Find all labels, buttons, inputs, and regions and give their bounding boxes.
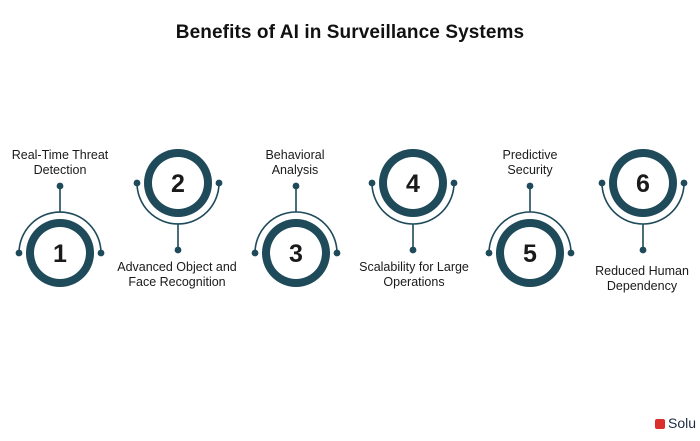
brand-logo-icon <box>655 419 665 429</box>
step-2-inner <box>152 157 204 209</box>
step-1-number: 1 <box>53 240 67 268</box>
step-6-arc-dot-left <box>598 179 606 187</box>
step-2-connector-dot <box>174 246 182 254</box>
step-1-label: Real-Time Threat Detection <box>11 148 109 177</box>
step-3-label: Behavioral Analysis <box>265 148 325 177</box>
step-2-arc-dot-left <box>133 179 141 187</box>
step-4-arc-dot-right <box>450 179 458 187</box>
step-1-inner <box>34 227 86 279</box>
step-4-label: Scalability for Large Operations <box>359 260 469 289</box>
step-3-connector-dot <box>292 182 300 190</box>
step-3-number: 3 <box>289 240 303 268</box>
diagram-title: Benefits of AI in Surveillance Systems <box>175 22 525 43</box>
step-1-arc-dot-right <box>97 249 105 257</box>
step-6-inner <box>617 157 669 209</box>
step-5-number: 5 <box>523 240 537 268</box>
brand-text: Solu <box>668 415 697 431</box>
brand-mark: Solu <box>655 415 696 431</box>
step-3-inner <box>270 227 322 279</box>
step-2-arc <box>136 182 220 225</box>
step-4-inner <box>387 157 439 209</box>
step-6-arc-dot-right <box>680 179 688 187</box>
step-5-connector-dot <box>526 182 534 190</box>
step-5-label: Predictive Security <box>502 148 558 177</box>
step-5-arc-dot-right <box>567 249 575 257</box>
step-2-arc-dot-right <box>215 179 223 187</box>
step-2-label: Advanced Object and Face Recognition <box>117 260 237 289</box>
step-6-connector-dot <box>639 246 647 254</box>
step-5-inner <box>504 227 556 279</box>
step-1-connector-dot <box>56 182 64 190</box>
step-4-number: 4 <box>406 170 420 198</box>
step-1-arc-dot-left <box>15 249 23 257</box>
step-3-arc-dot-right <box>333 249 341 257</box>
step-3-arc <box>254 211 338 254</box>
step-5-arc <box>488 211 572 254</box>
step-6-label: Reduced Human Dependency <box>595 264 689 293</box>
step-6-arc <box>601 182 685 225</box>
step-4-connector-dot <box>409 246 417 254</box>
step-4-arc <box>371 182 455 225</box>
step-1-arc <box>18 211 102 254</box>
step-3-arc-dot-left <box>251 249 259 257</box>
step-4-arc-dot-left <box>368 179 376 187</box>
step-6-number: 6 <box>636 170 650 198</box>
step-2-number: 2 <box>171 170 185 198</box>
step-5-arc-dot-left <box>485 249 493 257</box>
